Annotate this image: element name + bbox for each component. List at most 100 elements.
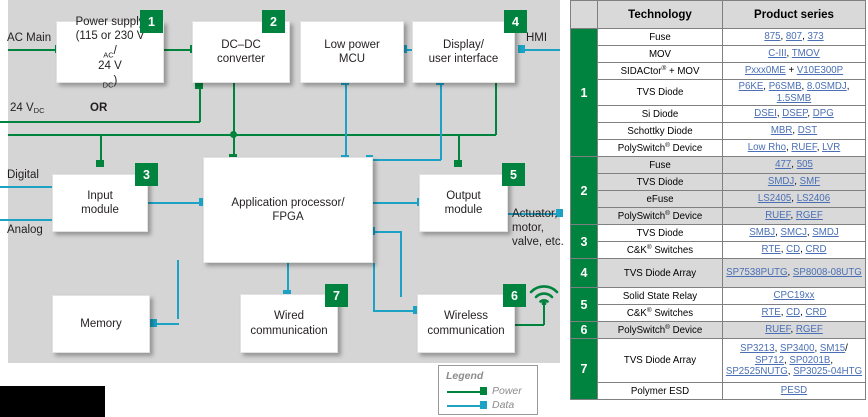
product-link[interactable]: SMDJ bbox=[812, 227, 839, 239]
product-link[interactable]: 505 bbox=[796, 159, 813, 171]
label-hmi: HMI bbox=[526, 32, 548, 44]
wire-app-to-memory-h bbox=[157, 323, 179, 325]
wire-rail-to-display bbox=[495, 83, 497, 135]
product-link[interactable]: RGEF bbox=[795, 210, 823, 222]
product-link[interactable]: Low Rho bbox=[747, 142, 787, 154]
product-link[interactable]: 8.0SMDJ bbox=[806, 81, 847, 93]
block-wireless-communication[interactable]: Wireless communication bbox=[417, 294, 515, 353]
product-link[interactable]: 373 bbox=[807, 31, 824, 43]
product-link[interactable]: RUEF bbox=[791, 142, 817, 154]
product-link[interactable]: LVR bbox=[822, 142, 841, 154]
group-number-cell: 1 bbox=[570, 28, 598, 157]
block-low-power-mcu[interactable]: Low power MCU bbox=[300, 21, 404, 83]
product-series-cell: RUEF, RGEF bbox=[722, 207, 866, 225]
power-supply-line1: Power supply bbox=[75, 15, 145, 28]
technology-cell: PolySwitch® Device bbox=[597, 139, 723, 157]
product-link[interactable]: 1.5SMB bbox=[776, 92, 812, 104]
product-link[interactable]: 807 bbox=[785, 31, 803, 43]
product-link[interactable]: CD bbox=[786, 307, 801, 319]
product-link[interactable]: LS2406 bbox=[796, 193, 831, 205]
product-link[interactable]: P6KE bbox=[738, 81, 764, 93]
product-link[interactable]: SMF bbox=[799, 176, 821, 188]
product-link[interactable]: Pxxx0ME bbox=[744, 65, 786, 77]
product-link[interactable]: CPC19xx bbox=[773, 290, 815, 302]
label-actuator: Actuator, motor, valve, etc. bbox=[512, 207, 564, 249]
label-actuator-l1: Actuator, bbox=[512, 208, 558, 220]
product-link[interactable]: 875 bbox=[764, 31, 781, 43]
product-link[interactable]: TMOV bbox=[791, 48, 820, 60]
wire-rail-to-input bbox=[100, 134, 102, 162]
product-link[interactable]: DSEP bbox=[782, 108, 808, 120]
product-link[interactable]: MBR bbox=[770, 125, 793, 137]
product-link[interactable]: SM15 bbox=[819, 343, 846, 355]
badge-3: 3 bbox=[135, 163, 158, 186]
product-link[interactable]: V10E300P bbox=[796, 65, 844, 77]
wire-wireless-to-app bbox=[374, 231, 402, 233]
product-link[interactable]: C-III bbox=[768, 48, 787, 60]
product-link[interactable]: SP3400 bbox=[779, 343, 815, 355]
arrow-rail-to-input bbox=[96, 160, 104, 167]
product-link[interactable]: SP3025-04HTG bbox=[793, 366, 863, 378]
product-link[interactable]: DSEI bbox=[754, 108, 777, 120]
product-link[interactable]: 477 bbox=[775, 159, 792, 171]
product-link[interactable]: P6SMB bbox=[768, 81, 802, 93]
legend-power-arrow bbox=[480, 387, 487, 395]
product-link[interactable]: LS2405 bbox=[757, 193, 792, 205]
junction-dot-power-rail bbox=[230, 131, 237, 138]
product-link[interactable]: PESD bbox=[780, 385, 808, 397]
product-link[interactable]: CRD bbox=[805, 244, 827, 256]
product-link[interactable]: SP712 bbox=[754, 354, 785, 366]
memory-line1: Memory bbox=[80, 317, 122, 330]
legend-title: Legend bbox=[446, 370, 484, 382]
lpmcu-line2: MCU bbox=[338, 53, 366, 65]
technology-cell: Fuse bbox=[597, 156, 723, 174]
product-link[interactable]: SMCJ bbox=[780, 227, 807, 239]
product-link[interactable]: SP0201B bbox=[789, 354, 831, 366]
product-link[interactable]: DST bbox=[797, 125, 818, 137]
label-analog: Analog bbox=[7, 224, 43, 236]
app-line1: Application processor/ bbox=[231, 196, 345, 209]
technology-cell: PolySwitch® Device bbox=[597, 321, 723, 339]
product-link[interactable]: RTE bbox=[761, 307, 781, 319]
product-link[interactable]: SMDJ bbox=[767, 176, 795, 188]
product-link[interactable]: SP8008-08UTG bbox=[792, 267, 862, 279]
wired-line2: communication bbox=[250, 324, 328, 337]
block-display-user-interface[interactable]: Display/ user interface bbox=[412, 21, 515, 83]
product-series-cell: DSEI, DSEP, DPG bbox=[722, 105, 866, 123]
product-link[interactable]: RUEF bbox=[765, 210, 791, 222]
badge-5: 5 bbox=[502, 163, 525, 186]
wire-ps-to-dcdc bbox=[162, 49, 192, 51]
label-digital: Digital bbox=[7, 169, 39, 181]
input-line2: module bbox=[81, 204, 119, 216]
product-link[interactable]: SMBJ bbox=[749, 227, 776, 239]
label-actuator-l2: motor, bbox=[512, 222, 544, 235]
product-link[interactable]: RGEF bbox=[795, 324, 823, 336]
block-input-module[interactable]: Input module bbox=[52, 174, 148, 232]
product-link[interactable]: CRD bbox=[805, 307, 827, 319]
product-link[interactable]: CD bbox=[786, 244, 801, 256]
block-memory[interactable]: Memory bbox=[52, 295, 150, 353]
product-link[interactable]: RTE bbox=[761, 244, 781, 256]
technology-cell: Fuse bbox=[597, 28, 723, 46]
technology-cell: TVS Diode Array bbox=[597, 338, 723, 383]
block-output-module[interactable]: Output module bbox=[419, 174, 508, 232]
product-link[interactable]: SP7538PUTG bbox=[726, 267, 788, 279]
product-link[interactable]: RUEF bbox=[765, 324, 791, 336]
block-application-processor[interactable]: Application processor/ FPGA bbox=[203, 157, 373, 263]
wire-24vdc-riser bbox=[199, 88, 201, 122]
block-wired-communication[interactable]: Wired communication bbox=[240, 294, 338, 353]
product-link[interactable]: SP3213 bbox=[740, 343, 775, 355]
wire-hmi-in bbox=[523, 49, 560, 51]
table-header-row: Technology Product series bbox=[570, 0, 866, 29]
product-series-cell: RTE, CD, CRD bbox=[722, 241, 866, 259]
product-link[interactable]: SP2525NUTG bbox=[725, 366, 788, 378]
product-link[interactable]: DPG bbox=[812, 108, 834, 120]
